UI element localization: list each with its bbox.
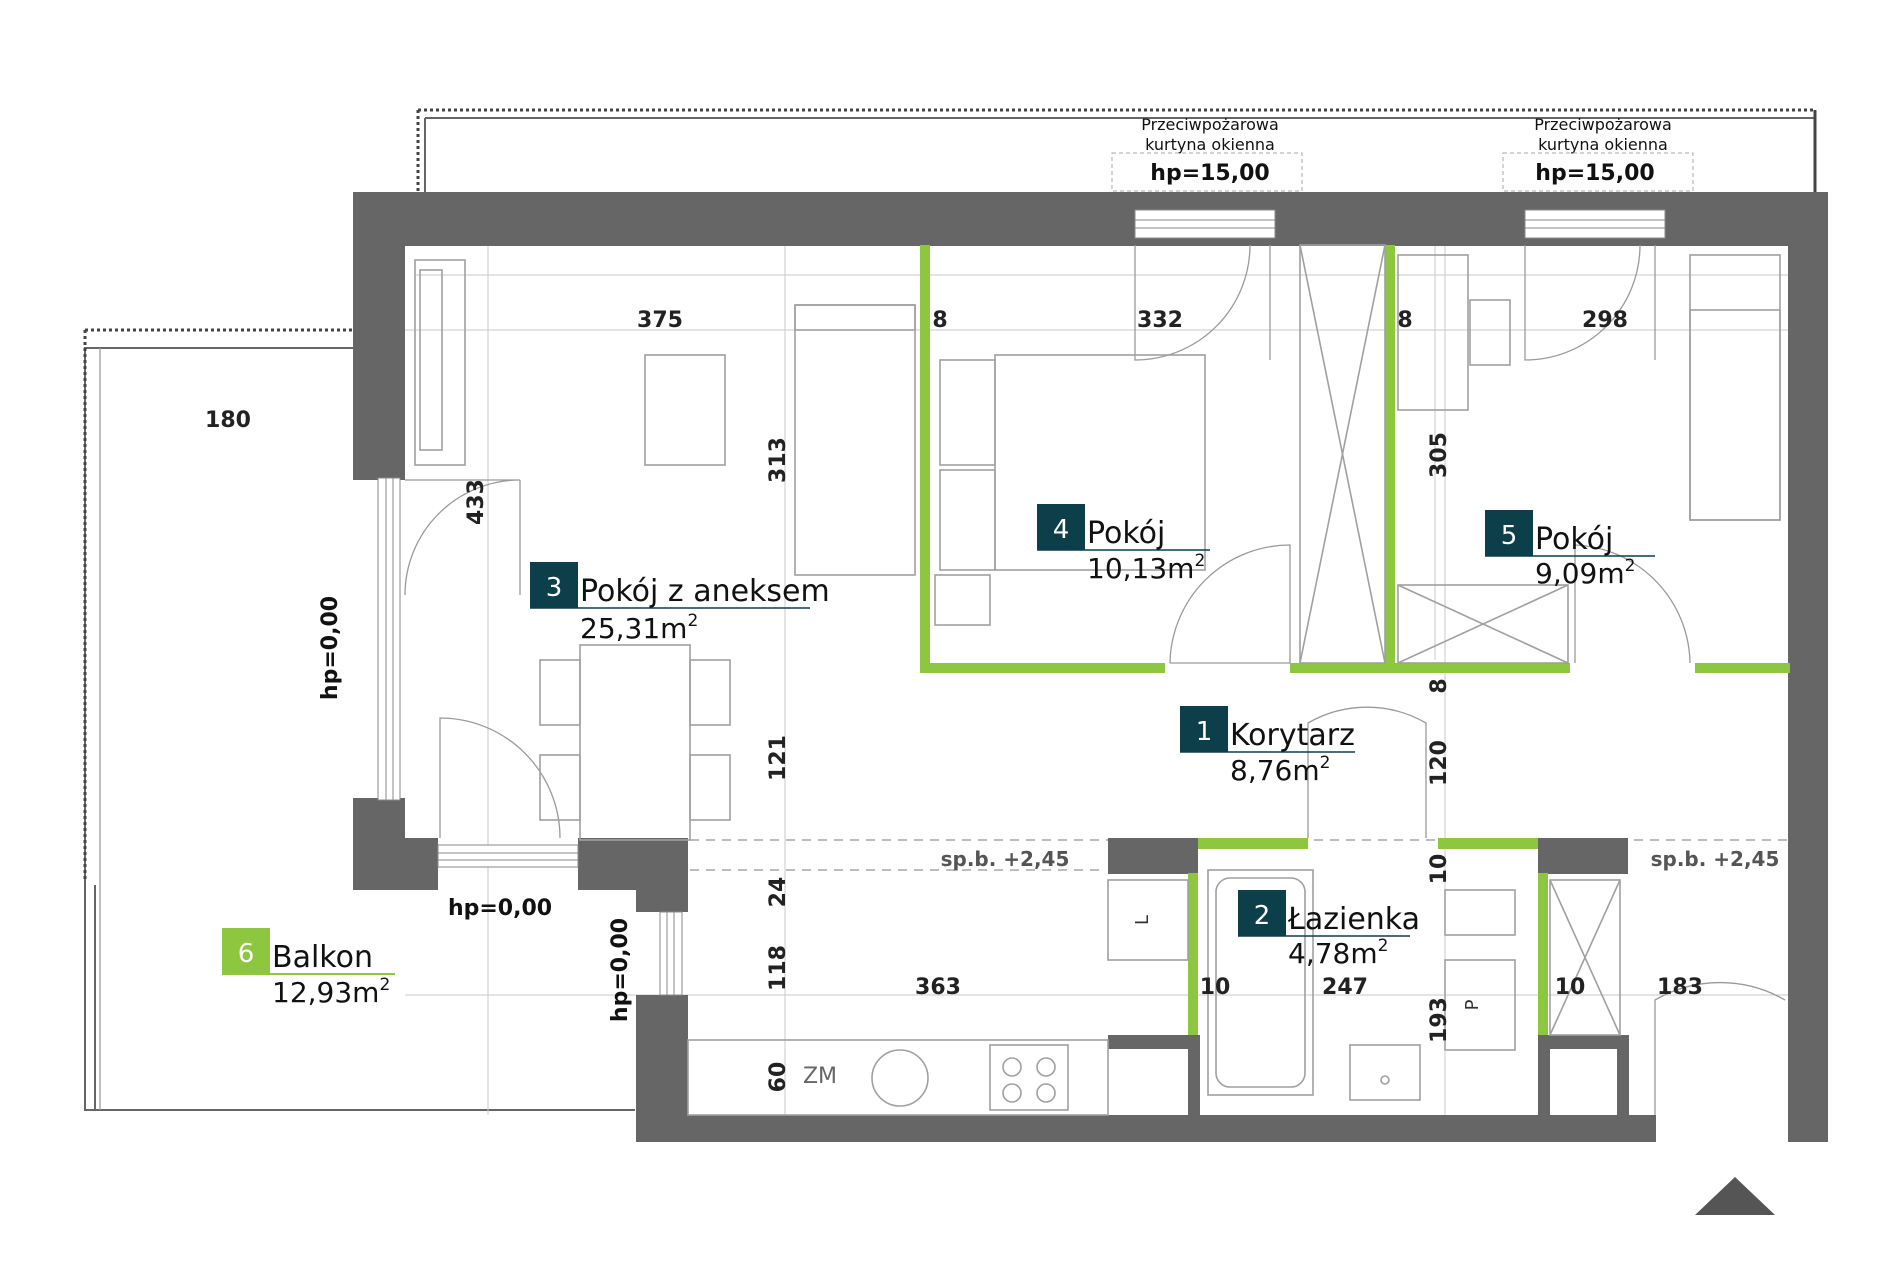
dim-363: 363	[915, 975, 961, 1000]
room-1-name: Korytarz	[1230, 718, 1355, 753]
room-6-area: 12,93m2	[272, 975, 390, 1009]
balcony-outline	[83, 328, 635, 1111]
room-4-area: 10,13m2	[1087, 551, 1205, 585]
dim-298: 298	[1582, 308, 1628, 333]
orientation-arrow-icon	[1695, 1177, 1775, 1215]
room-label-6: 6 Balkon 12,93m2	[222, 928, 395, 1009]
dim-121: 121	[766, 735, 791, 781]
dim-8-b: 8	[1397, 308, 1412, 333]
hp-balcony-door: hp=0,00	[608, 918, 633, 1022]
dim-305: 305	[1427, 432, 1452, 478]
curtain-2-line-2: kurtyna okienna	[1538, 135, 1668, 154]
room-2-name: Łazienka	[1287, 902, 1420, 937]
curtain-1-line-2: kurtyna okienna	[1145, 135, 1275, 154]
dim-118: 118	[766, 945, 791, 991]
dim-247: 247	[1322, 975, 1368, 1000]
dim-313: 313	[766, 437, 791, 483]
balcony-door-kitchen	[659, 911, 683, 996]
room-1-number: 1	[1196, 717, 1213, 747]
soffit-label-right: sp.b. +2,45	[1651, 847, 1780, 871]
furniture	[414, 244, 1781, 1116]
dim-375: 375	[637, 308, 683, 333]
curtain-1-hp: hp=15,00	[1150, 161, 1269, 186]
zm-label: ZM	[803, 1064, 837, 1089]
window-bottom-left	[437, 844, 579, 868]
room-3-number: 3	[546, 573, 563, 603]
dim-8-c: 8	[1427, 678, 1452, 693]
dim-183: 183	[1657, 975, 1703, 1000]
room-3-name: Pokój z aneksem	[580, 574, 830, 609]
soffit-label-left: sp.b. +2,45	[941, 847, 1070, 871]
curtain-1-line-1: Przeciwpożarowa	[1141, 115, 1279, 134]
dim-10-b: 10	[1200, 975, 1231, 1000]
room-1-area: 8,76m2	[1230, 753, 1330, 787]
curtain-2-line-1: Przeciwpożarowa	[1534, 115, 1672, 134]
room-label-1: 1 Korytarz 8,76m2	[1180, 706, 1355, 787]
room-label-5: 5 Pokój 9,09m2	[1485, 510, 1655, 590]
room-label-3: 3 Pokój z aneksem 25,31m2	[530, 562, 830, 645]
room-2-number: 2	[1254, 901, 1271, 931]
dimensions: 375 8 332 8 298 180 363 10 247 10 183 43…	[205, 308, 1703, 1092]
notes: Przeciwpożarowa kurtyna okienna hp=15,00…	[318, 115, 1779, 1089]
window-top-2	[1524, 209, 1666, 239]
dim-10-a: 10	[1427, 854, 1452, 885]
window-top-1	[1134, 209, 1276, 239]
room-6-number: 6	[238, 939, 255, 969]
room-label-4: 4 Pokój 10,13m2	[1037, 504, 1210, 585]
dim-433: 433	[464, 479, 489, 525]
room-6-name: Balkon	[272, 940, 373, 975]
dim-24: 24	[766, 877, 791, 908]
room-5-area: 9,09m2	[1535, 556, 1635, 590]
room-5-number: 5	[1501, 521, 1518, 551]
dim-180: 180	[205, 408, 251, 433]
door-swings	[404, 244, 1786, 1115]
dim-60: 60	[766, 1062, 791, 1093]
p-mark: P	[1462, 999, 1483, 1010]
dim-8-a: 8	[932, 308, 947, 333]
partition-walls	[920, 245, 1790, 1035]
room-4-name: Pokój	[1087, 516, 1165, 551]
dim-332: 332	[1137, 308, 1183, 333]
hp-bottom: hp=0,00	[448, 896, 552, 921]
curtain-2-hp: hp=15,00	[1535, 161, 1654, 186]
dim-193: 193	[1427, 997, 1452, 1043]
room-4-number: 4	[1053, 515, 1070, 545]
room-5-name: Pokój	[1535, 522, 1613, 557]
room-2-area: 4,78m2	[1288, 936, 1388, 970]
l-mark: L	[1132, 915, 1153, 925]
top-railing	[416, 108, 1817, 192]
room-label-2: 2 Łazienka 4,78m2	[1238, 890, 1420, 970]
room-3-area: 25,31m2	[580, 611, 698, 645]
dim-10-c: 10	[1555, 975, 1586, 1000]
hp-left: hp=0,00	[318, 596, 343, 700]
balcony-door-left	[377, 477, 401, 801]
dim-120: 120	[1427, 740, 1452, 786]
